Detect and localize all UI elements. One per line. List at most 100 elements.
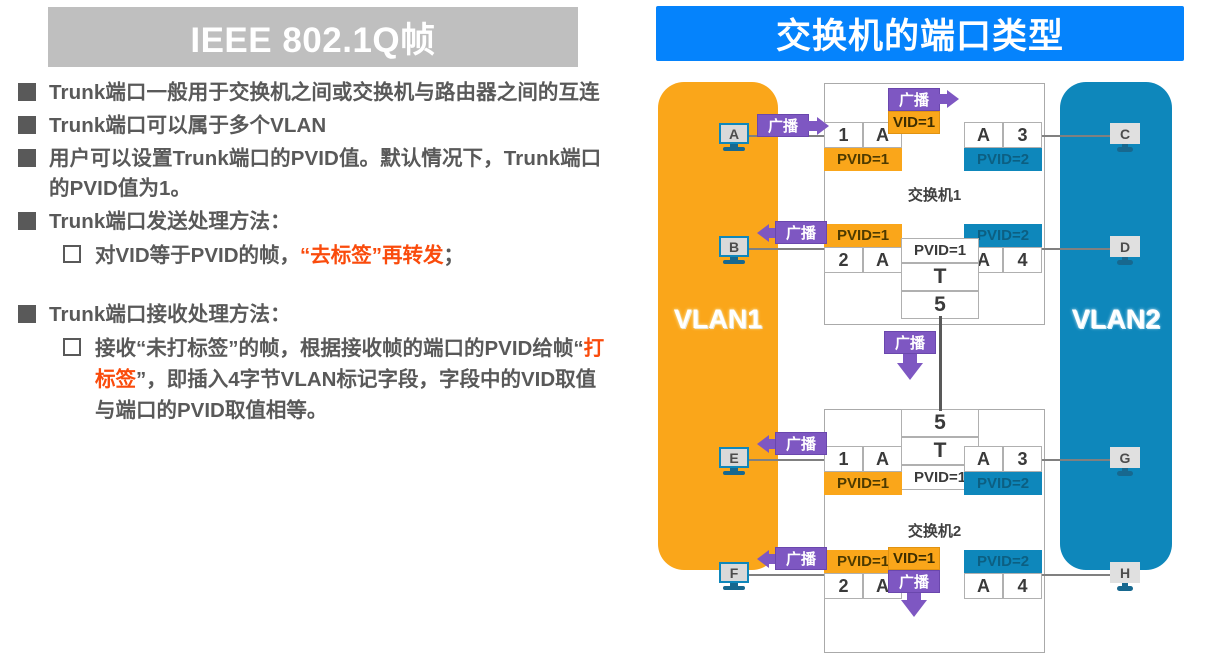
bullet-item: Trunk端口一般用于交换机之间或交换机与路由器之间的互连 <box>18 78 606 108</box>
broadcast-arrow-stem-a <box>808 121 818 131</box>
left-title-bar: IEEE 802.1Q帧 <box>48 7 578 67</box>
sw1-port3-pvid: PVID=2 <box>964 148 1042 171</box>
broadcast-arrow-stem-trunk <box>903 354 917 364</box>
bullet-text: Trunk端口接收处理方法： <box>49 303 291 326</box>
sub-bullet-item: 对VID等于PVID的帧，“去标签”再转发； <box>63 240 606 271</box>
right-panel: 交换机的端口类型 VLAN1 VLAN2 交换机1 1 A <box>620 0 1212 653</box>
hollow-square-bullet-icon <box>63 245 81 263</box>
sw2-port3-cells: A 3 <box>964 446 1042 472</box>
host-g-label: G <box>1110 447 1140 468</box>
vlan2-label: VLAN2 <box>1071 304 1161 334</box>
host-e-stand-icon <box>730 468 738 472</box>
host-h-base-icon <box>1117 586 1133 591</box>
host-c-base-icon <box>1117 147 1133 152</box>
square-bullet-icon <box>18 116 36 134</box>
broadcast-tag-e: 广播 <box>775 432 827 455</box>
bullet-item: Trunk端口可以属于多个VLAN <box>18 111 606 141</box>
vlan1-label: VLAN1 <box>673 304 763 334</box>
broadcast-arrow-a-icon <box>817 117 829 135</box>
sw1-port3-mac: A <box>964 122 1003 148</box>
sw1-port4-number: 4 <box>1003 247 1042 273</box>
sw2-trunk-port: 5 <box>901 409 979 437</box>
sw2-port4-cells: A 4 <box>964 573 1042 599</box>
square-bullet-icon <box>18 83 36 101</box>
host-c-label: C <box>1110 123 1140 144</box>
sw2-port4-number: 4 <box>1003 573 1042 599</box>
sub-bullet-item: 接收“未打标签”的帧，根据接收帧的端口的PVID给帧“打标签”，即插入4字节VL… <box>63 333 606 426</box>
sub-recv-pre: 接收“未打标签”的帧，根据接收帧的端口的PVID给帧“ <box>95 337 584 360</box>
sw1-trunk-tag: T <box>901 263 979 291</box>
link-e-sw2 <box>746 459 826 461</box>
bullet-item: 用户可以设置Trunk端口的PVID值。默认情况下，Trunk端口的PVID值为… <box>18 144 606 204</box>
host-a-stand-icon <box>730 144 738 148</box>
link-sw1-c <box>1041 135 1121 137</box>
broadcast-arrow-b-icon <box>757 224 769 242</box>
broadcast-tag-f: 广播 <box>775 547 827 570</box>
host-g-base-icon <box>1117 471 1133 476</box>
host-g[interactable]: G <box>1110 447 1140 477</box>
link-f-sw2 <box>746 574 826 576</box>
slide-root: IEEE 802.1Q帧 Trunk端口一般用于交换机之间或交换机与路由器之间的… <box>18 0 1212 653</box>
host-a[interactable]: A <box>719 123 749 153</box>
host-d-stand-icon <box>1122 257 1128 261</box>
link-b-sw1 <box>746 248 826 250</box>
host-h-label: H <box>1110 562 1140 583</box>
sw2-port3-pvid: PVID=2 <box>964 472 1042 495</box>
sub-send-highlight: “去标签”再转发 <box>300 244 444 267</box>
broadcast-arrow-stem-b <box>768 228 776 238</box>
host-h[interactable]: H <box>1110 562 1140 592</box>
broadcast-arrow-stem-e <box>768 439 776 449</box>
sw1-trunk-pvid: PVID=1 <box>901 238 979 263</box>
hollow-square-bullet-icon <box>63 338 81 356</box>
sub-recv-post: ”，即插入4字节VLAN标记字段，字段中的VID取值与端口的PVID取值相等。 <box>95 368 597 422</box>
host-f-base-icon <box>723 586 745 590</box>
sw2-port4-mac: A <box>964 573 1003 599</box>
vlan1-group: VLAN1 <box>658 82 778 570</box>
sw1-trunk-port: 5 <box>901 291 979 319</box>
host-e-label: E <box>719 447 749 468</box>
square-bullet-icon <box>18 149 36 167</box>
sw1-port2-mac: A <box>863 247 902 273</box>
broadcast-tag-b: 广播 <box>775 221 827 244</box>
trunk-link-line <box>939 316 942 411</box>
square-bullet-icon <box>18 212 36 230</box>
sw2-port3-mac: A <box>964 446 1003 472</box>
right-panel-title: 交换机的端口类型 <box>775 17 1064 56</box>
host-b-label: B <box>719 236 749 257</box>
switch1-label: 交换机1 <box>907 187 962 204</box>
sw1-trunk-stack: PVID=1 T 5 <box>901 238 979 319</box>
broadcast-arrow-sw1-icon <box>947 90 959 108</box>
bullet-text: Trunk端口一般用于交换机之间或交换机与路由器之间的互连 <box>49 81 600 104</box>
host-f-label: F <box>719 562 749 583</box>
host-a-label: A <box>719 123 749 144</box>
host-c[interactable]: C <box>1110 123 1140 153</box>
host-b[interactable]: B <box>719 236 749 266</box>
bullet-item: Trunk端口发送处理方法： <box>18 207 606 237</box>
sw1-port1-pvid: PVID=1 <box>824 148 902 171</box>
link-sw2-h <box>1041 574 1121 576</box>
sw2-port2-pvid: PVID=1 <box>824 550 902 573</box>
sw1-port3-cells: A 3 <box>964 122 1042 148</box>
broadcast-arrow-stem-sw1 <box>939 94 948 104</box>
host-d[interactable]: D <box>1110 236 1140 266</box>
host-f[interactable]: F <box>719 562 749 592</box>
host-c-stand-icon <box>1122 144 1128 148</box>
sw1-port2-number: 2 <box>824 247 863 273</box>
square-bullet-icon <box>18 305 36 323</box>
host-e[interactable]: E <box>719 447 749 477</box>
sw2-port4-pvid: PVID=2 <box>964 550 1042 573</box>
broadcast-arrow-trunk-icon <box>897 363 923 380</box>
bullet-text: Trunk端口发送处理方法： <box>49 210 291 233</box>
broadcast-arrow-e-icon <box>757 435 769 453</box>
sub-bullet-text: 接收“未打标签”的帧，根据接收帧的端口的PVID给帧“打标签”，即插入4字节VL… <box>95 333 606 426</box>
link-sw2-g <box>1041 459 1121 461</box>
network-diagram: VLAN1 VLAN2 交换机1 1 A PVID=1 PVID=1 <box>620 66 1212 653</box>
sw1-port4-pvid: PVID=2 <box>964 224 1042 247</box>
sw1-port2-cells: 2 A <box>824 247 902 273</box>
right-title-bar: 交换机的端口类型 <box>656 6 1184 61</box>
bullet-text: 用户可以设置Trunk端口的PVID值。默认情况下，Trunk端口的PVID值为… <box>49 147 602 200</box>
host-d-label: D <box>1110 236 1140 257</box>
host-d-base-icon <box>1117 260 1133 265</box>
sw2-port1-cells: 1 A <box>824 446 902 472</box>
sub-bullet-text: 对VID等于PVID的帧，“去标签”再转发； <box>95 240 464 271</box>
